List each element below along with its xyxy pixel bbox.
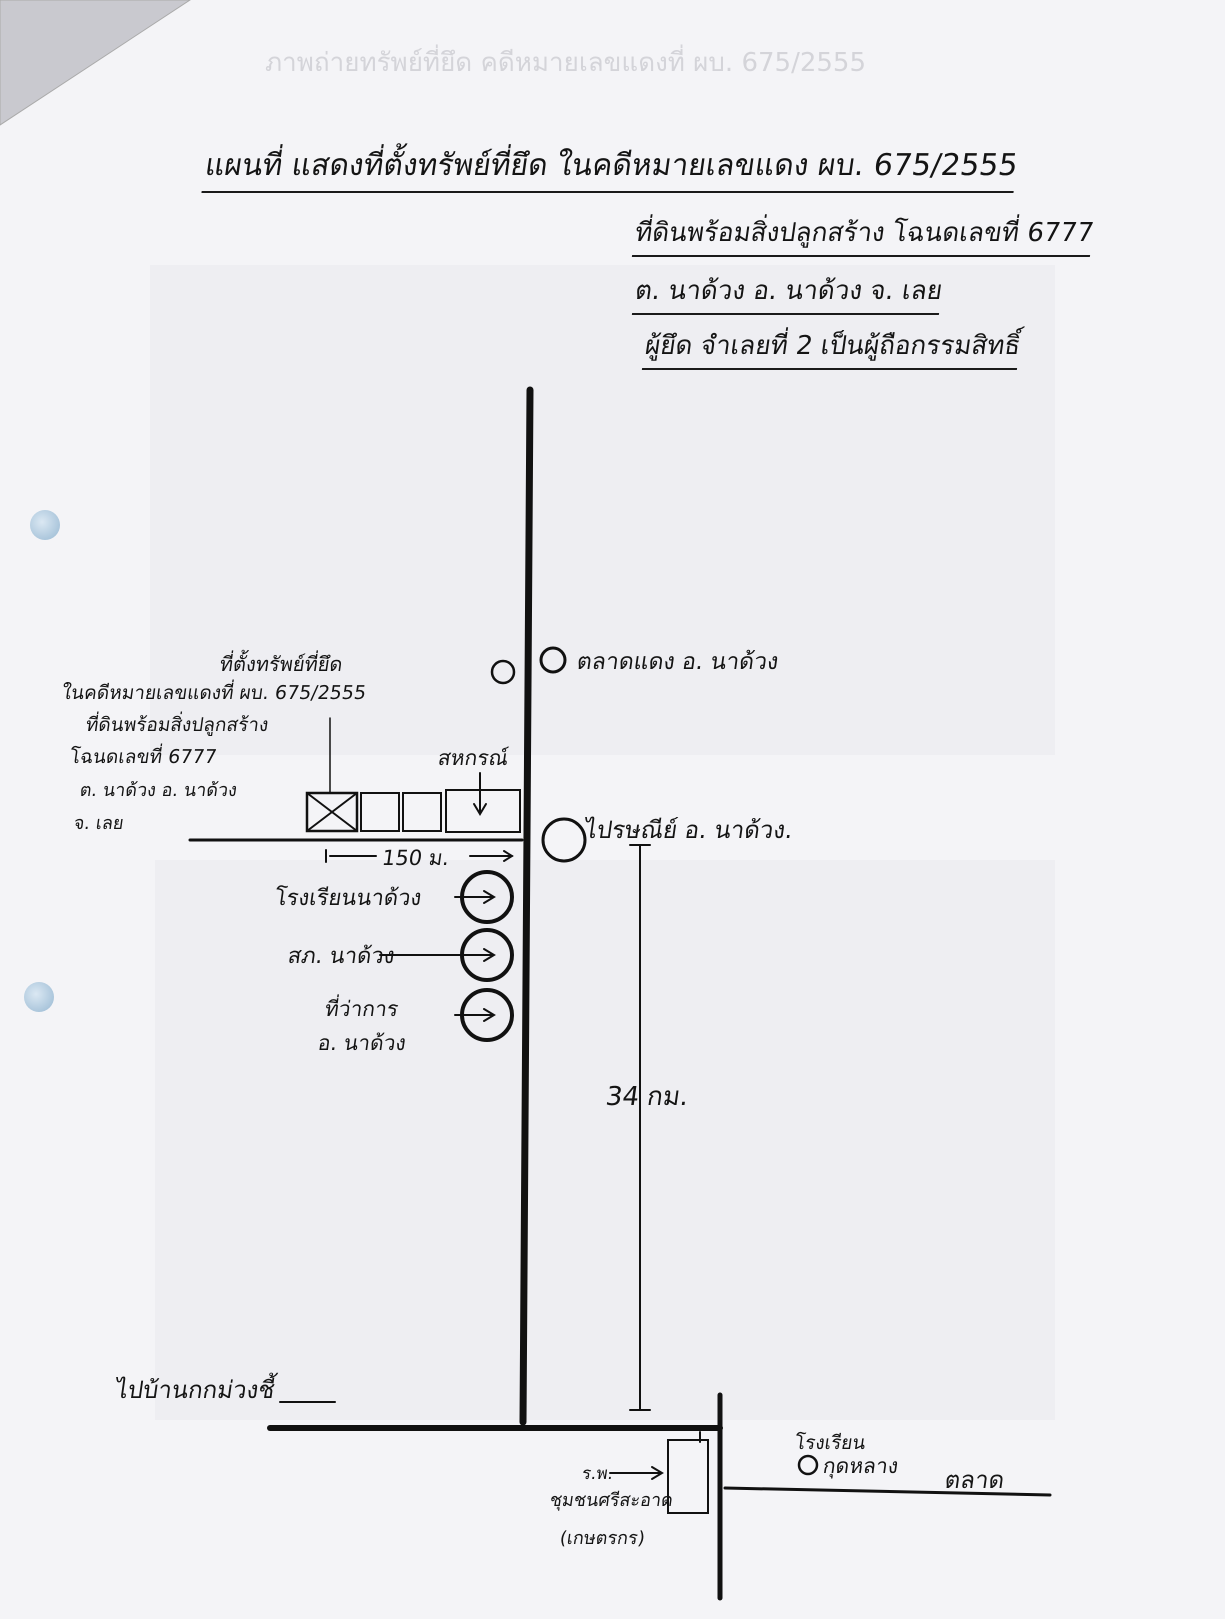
bleed-through-photo-top (150, 265, 1055, 755)
to-village-label: ไปบ้านกกม่วงชี้ (113, 1376, 277, 1404)
district-office-label-1: ที่ว่าการ (323, 997, 400, 1021)
market-red-marker (539, 646, 567, 674)
binder-hole-bottom (24, 982, 54, 1012)
distance-34km: 34 กม. (603, 1082, 691, 1112)
clinic-label-2: ชุมชนศรีสะอาด (548, 1490, 675, 1511)
market-road (723, 1486, 1052, 1497)
property-desc-5: จ. เลย (72, 813, 126, 834)
distance-150m: 150 ม. (380, 846, 452, 870)
faint-header-text: ภาพถ่ายทรัพย์ที่ยึด คดีหมายเลขแดงที่ ผบ.… (265, 48, 866, 78)
property-lot (305, 791, 359, 833)
clinic-box (667, 1439, 709, 1514)
property-desc-2: ที่ดินพร้อมสิ่งปลูกสร้าง (84, 714, 270, 736)
hospital-label-2: กุดหลาง (821, 1454, 900, 1478)
market-label: ตลาด (942, 1466, 1007, 1494)
property-desc-3: โฉนดเลขที่ 6777 (68, 746, 219, 768)
folded-corner (0, 0, 191, 126)
hospital-marker (797, 1454, 819, 1476)
police-label: สภ. นาด้วง (286, 944, 397, 969)
small-circle-left-market (490, 659, 516, 685)
district-office-label-2: อ. นาด้วง (316, 1031, 408, 1055)
coop-label: สหกรณ์ (436, 746, 510, 770)
post-office-marker (541, 817, 587, 863)
post-office-label: ไปรษณีย์ อ. นาด้วง. (582, 816, 795, 844)
property-desc-1: ในคดีหมายเลขแดงที่ ผบ. 675/2555 (60, 682, 368, 704)
market-red-label: ตลาดแดง อ. นาด้วง (575, 649, 781, 675)
property-desc-4: ต. นาด้วง อ. นาด้วง (78, 780, 239, 801)
clinic-label-1: ร.พ. (580, 1464, 615, 1484)
main-road (519, 386, 534, 1426)
clinic-label-3: (เกษตรกร) (558, 1528, 647, 1549)
bleed-through-photo-bottom (155, 860, 1055, 1420)
binder-hole-top (30, 510, 60, 540)
school-label: โรงเรียนนาด้วง (273, 886, 424, 911)
property-location-label: ที่ตั้งทรัพย์ที่ยึด (218, 652, 345, 676)
